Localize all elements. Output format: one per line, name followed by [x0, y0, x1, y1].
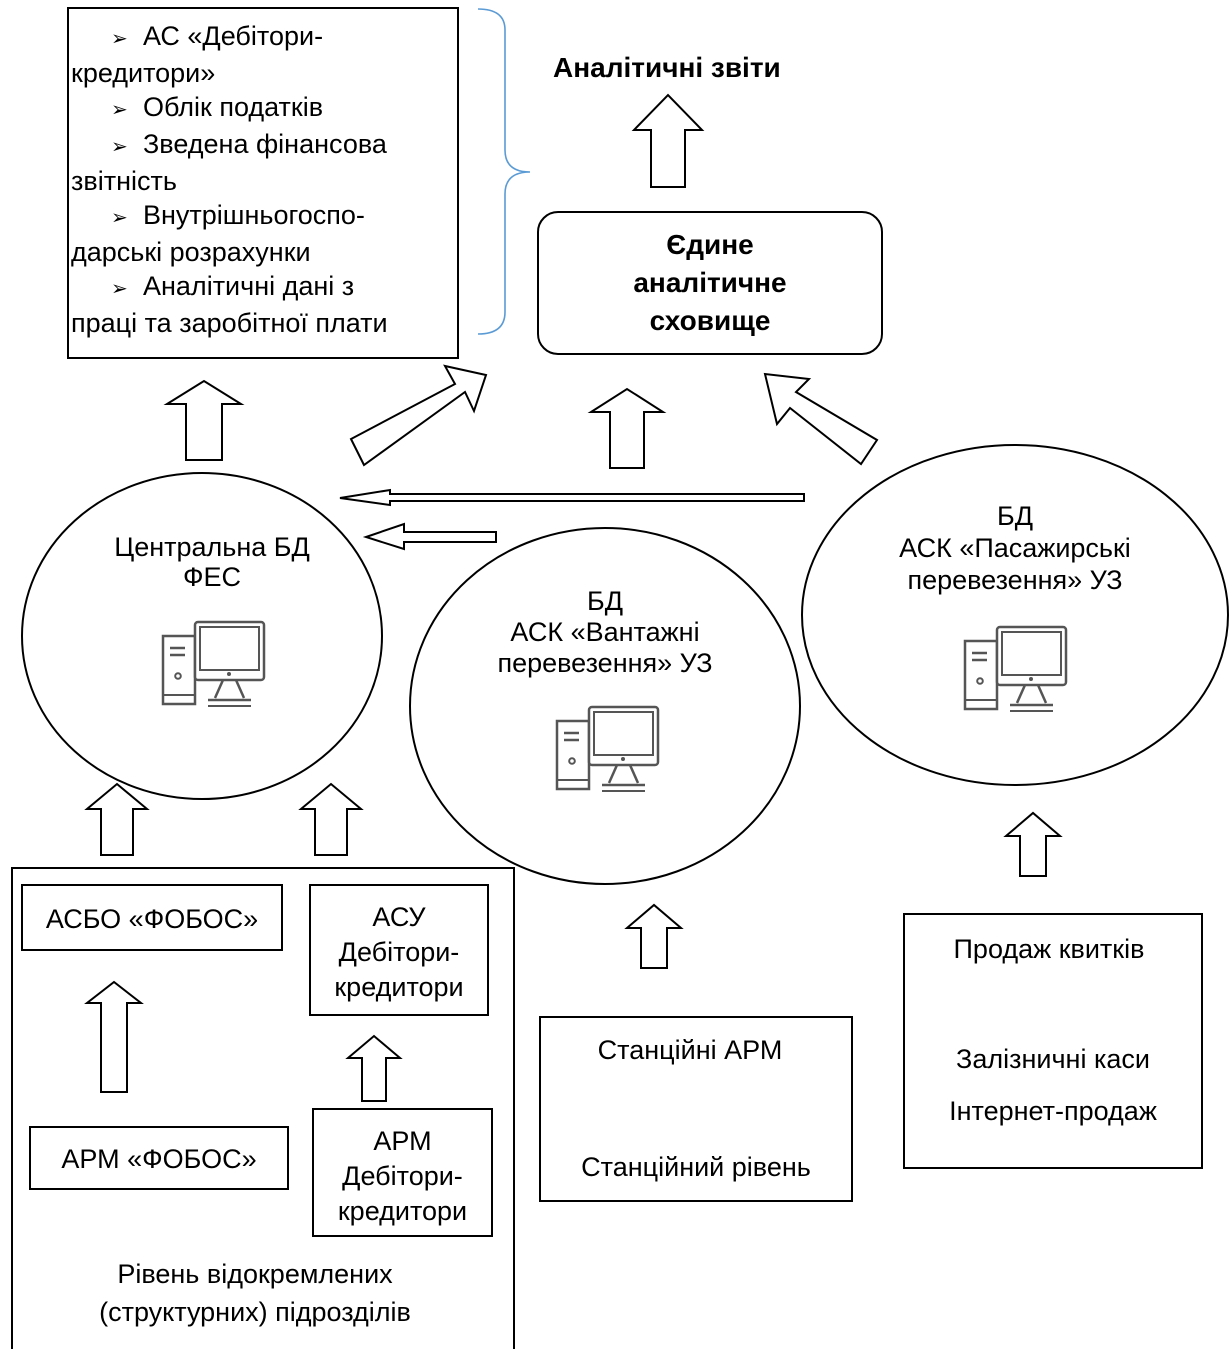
arrow-passenger-to-central: [339, 488, 805, 507]
arm-fobos-box: [29, 1126, 289, 1190]
arrow-cargo-to-central: [362, 522, 497, 551]
modules-list: ➢АС «Дебітори-кредитори» ➢Облік податків…: [71, 19, 457, 340]
module-item: ➢Облік податків: [111, 92, 324, 122]
arrow-central-to-warehouse: [349, 364, 488, 467]
tickets-box: [903, 913, 1203, 1169]
station-arm-label: Станційні АРМ: [597, 1035, 783, 1065]
arrow-central-to-modules: [163, 379, 245, 461]
module-item: ➢АС «Дебітори-кредитори»: [71, 21, 324, 88]
up-arrows: [84, 93, 1063, 1102]
cargo-db-ellipse: [409, 527, 801, 885]
arrow-asu-to-central: [298, 782, 364, 856]
tickets-cash: Залізничні каси: [956, 1044, 1150, 1074]
modules-box: [67, 7, 459, 359]
arrow-arm-to-asbo: [84, 980, 144, 1093]
arm-fobos-label: АРМ «ФОБОС»: [61, 1144, 257, 1174]
diagonal-arrows: [349, 364, 879, 467]
station-level-label: Станційний рівень: [581, 1152, 811, 1182]
central-db-label: Центральна БД ФЕС: [114, 532, 310, 592]
arm-debtors-label: АРМ Дебітори- кредитори: [337, 1126, 468, 1226]
station-box: [539, 1016, 853, 1202]
warehouse-box: [537, 211, 883, 355]
units-level-label: Рівень відокремлених (структурних) підро…: [99, 1259, 411, 1327]
asbo-box: [21, 884, 283, 951]
central-db-ellipse: [21, 472, 383, 800]
passenger-db-ellipse: [801, 444, 1229, 786]
arrow-cargo-to-warehouse: [587, 387, 667, 469]
asu-label: АСУ Дебітори- кредитори: [334, 902, 464, 1002]
arrow-station-to-cargo: [624, 903, 684, 969]
tickets-title: Продаж квитків: [953, 934, 1145, 964]
arrow-passenger-to-warehouse: [763, 372, 879, 466]
warehouse-label: Єдине аналітичне сховище: [633, 229, 787, 336]
arrow-asbo-to-central-left: [84, 782, 150, 856]
passenger-db-label: БД АСК «Пасажирські перевезення» УЗ: [899, 501, 1131, 595]
asu-box: [309, 884, 489, 1016]
arrow-armdebt-to-asu: [345, 1034, 403, 1102]
modules-brace: [477, 8, 531, 335]
cargo-db-label: БД АСК «Вантажні перевезення» УЗ: [497, 586, 713, 678]
asbo-label: АСБО «ФОБОС»: [45, 904, 259, 934]
tickets-online: Інтернет-продаж: [949, 1096, 1157, 1126]
module-item: ➢Внутрішньогоспо-дарські розрахунки: [71, 200, 365, 267]
arm-debtors-box: [312, 1108, 493, 1237]
arrow-tickets-to-passenger: [1003, 811, 1063, 877]
arrow-to-reports: [631, 93, 705, 188]
reports-title: Аналітичні звіти: [553, 52, 781, 83]
left-arrows: [339, 488, 805, 551]
units-container: [11, 867, 515, 1349]
